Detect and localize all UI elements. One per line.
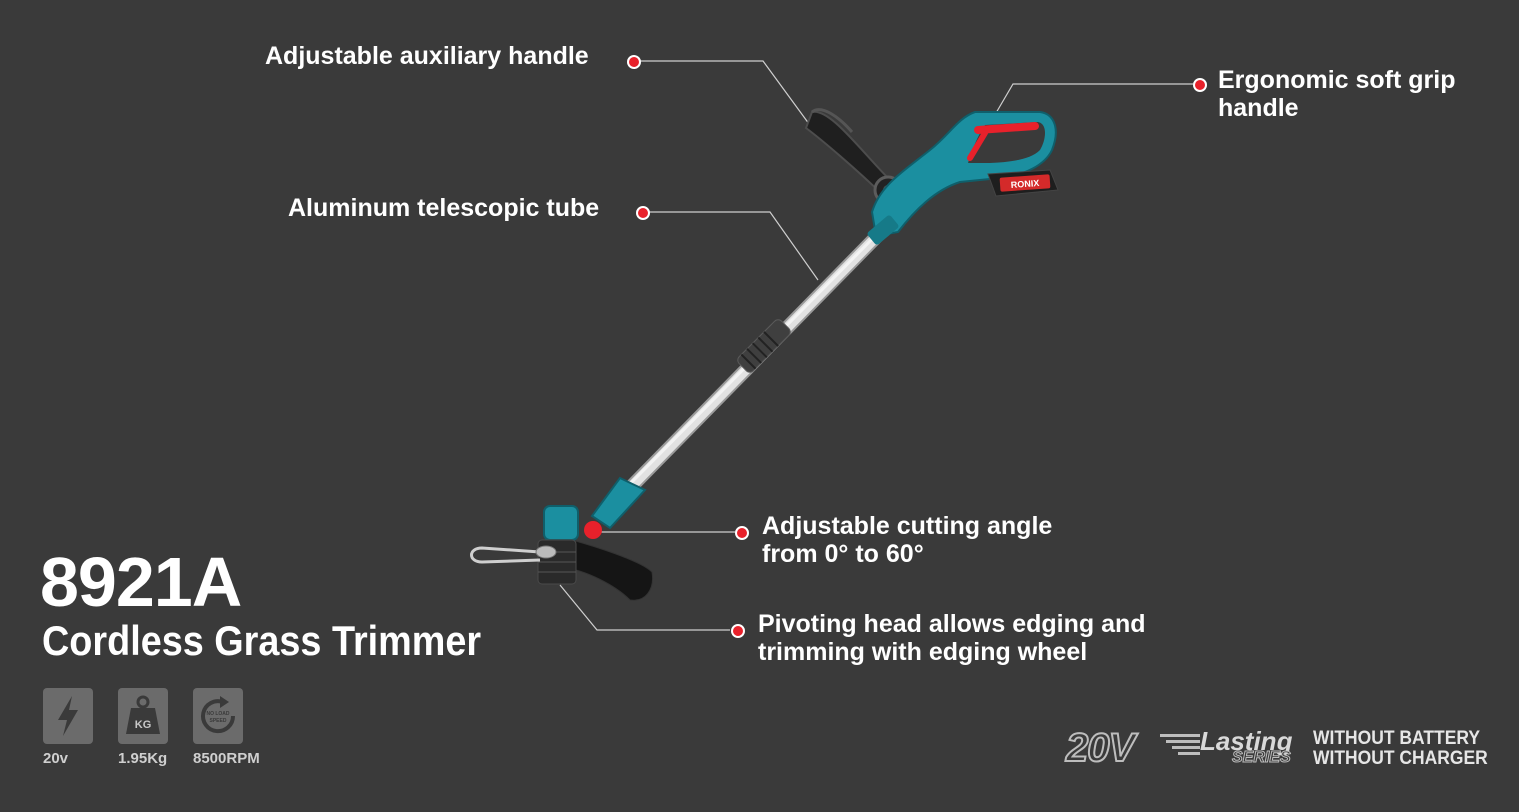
trimmer-head xyxy=(537,505,654,601)
callout-grip-line1: Ergonomic soft grip xyxy=(1218,66,1456,94)
battery-logo: RONIX xyxy=(1010,178,1039,190)
callout-pivot-line2: trimming with edging wheel xyxy=(758,638,1088,666)
edging-wheel xyxy=(470,545,557,564)
series-sub: SERIES xyxy=(1232,749,1292,766)
spec-voltage: 20v xyxy=(43,688,103,767)
callout-angle-line1: Adjustable cutting angle xyxy=(762,512,1053,540)
callout-angle-line2: from 0° to 60° xyxy=(762,540,924,568)
spec-weight: KG 1.95Kg xyxy=(118,688,178,767)
leader-aux-handle xyxy=(640,60,813,129)
lightning-icon xyxy=(43,688,93,744)
callout-dot-angle xyxy=(735,526,749,540)
callout-dot-tube xyxy=(636,206,650,220)
spec-speed: NO LOAD SPEED 8500RPM xyxy=(193,688,260,767)
voltage-badge: 20V xyxy=(1065,726,1136,770)
spec-weight-label: 1.95Kg xyxy=(118,750,168,767)
callout-dot-grip xyxy=(1193,78,1207,92)
leader-tube xyxy=(648,211,819,281)
without-charger: WITHOUT CHARGER xyxy=(1313,748,1488,769)
lower-coupling xyxy=(590,476,647,530)
callout-dot-aux-handle xyxy=(627,55,641,69)
callout-pivot-line1: Pivoting head allows edging and xyxy=(758,610,1146,638)
model-number: 8921A xyxy=(40,543,242,621)
leader-pivot xyxy=(559,584,730,631)
svg-text:SPEED: SPEED xyxy=(210,718,227,724)
battery-pack: RONIX xyxy=(987,169,1059,197)
leader-lines xyxy=(559,60,1193,631)
product-name: Cordless Grass Trimmer xyxy=(42,617,482,664)
speed-icon: NO LOAD SPEED xyxy=(193,688,243,744)
leader-grip xyxy=(995,83,1193,114)
motor-grip-body xyxy=(867,111,1057,245)
series-name: Lasting xyxy=(1200,726,1293,756)
svg-text:NO LOAD: NO LOAD xyxy=(206,711,229,717)
callout-dot-pivot xyxy=(731,624,745,638)
weight-icon-text: KG xyxy=(135,719,152,731)
spec-speed-label: 8500RPM xyxy=(193,750,260,767)
weight-icon: KG xyxy=(118,688,168,744)
spec-voltage-label: 20v xyxy=(43,750,69,767)
speed-lines-graphic xyxy=(1160,734,1200,764)
without-battery: WITHOUT BATTERY xyxy=(1313,728,1481,749)
callout-grip-line2: handle xyxy=(1218,94,1299,122)
tube-collar xyxy=(737,319,791,373)
callout-tube: Aluminum telescopic tube xyxy=(288,194,600,222)
callout-aux-handle: Adjustable auxiliary handle xyxy=(265,42,589,70)
